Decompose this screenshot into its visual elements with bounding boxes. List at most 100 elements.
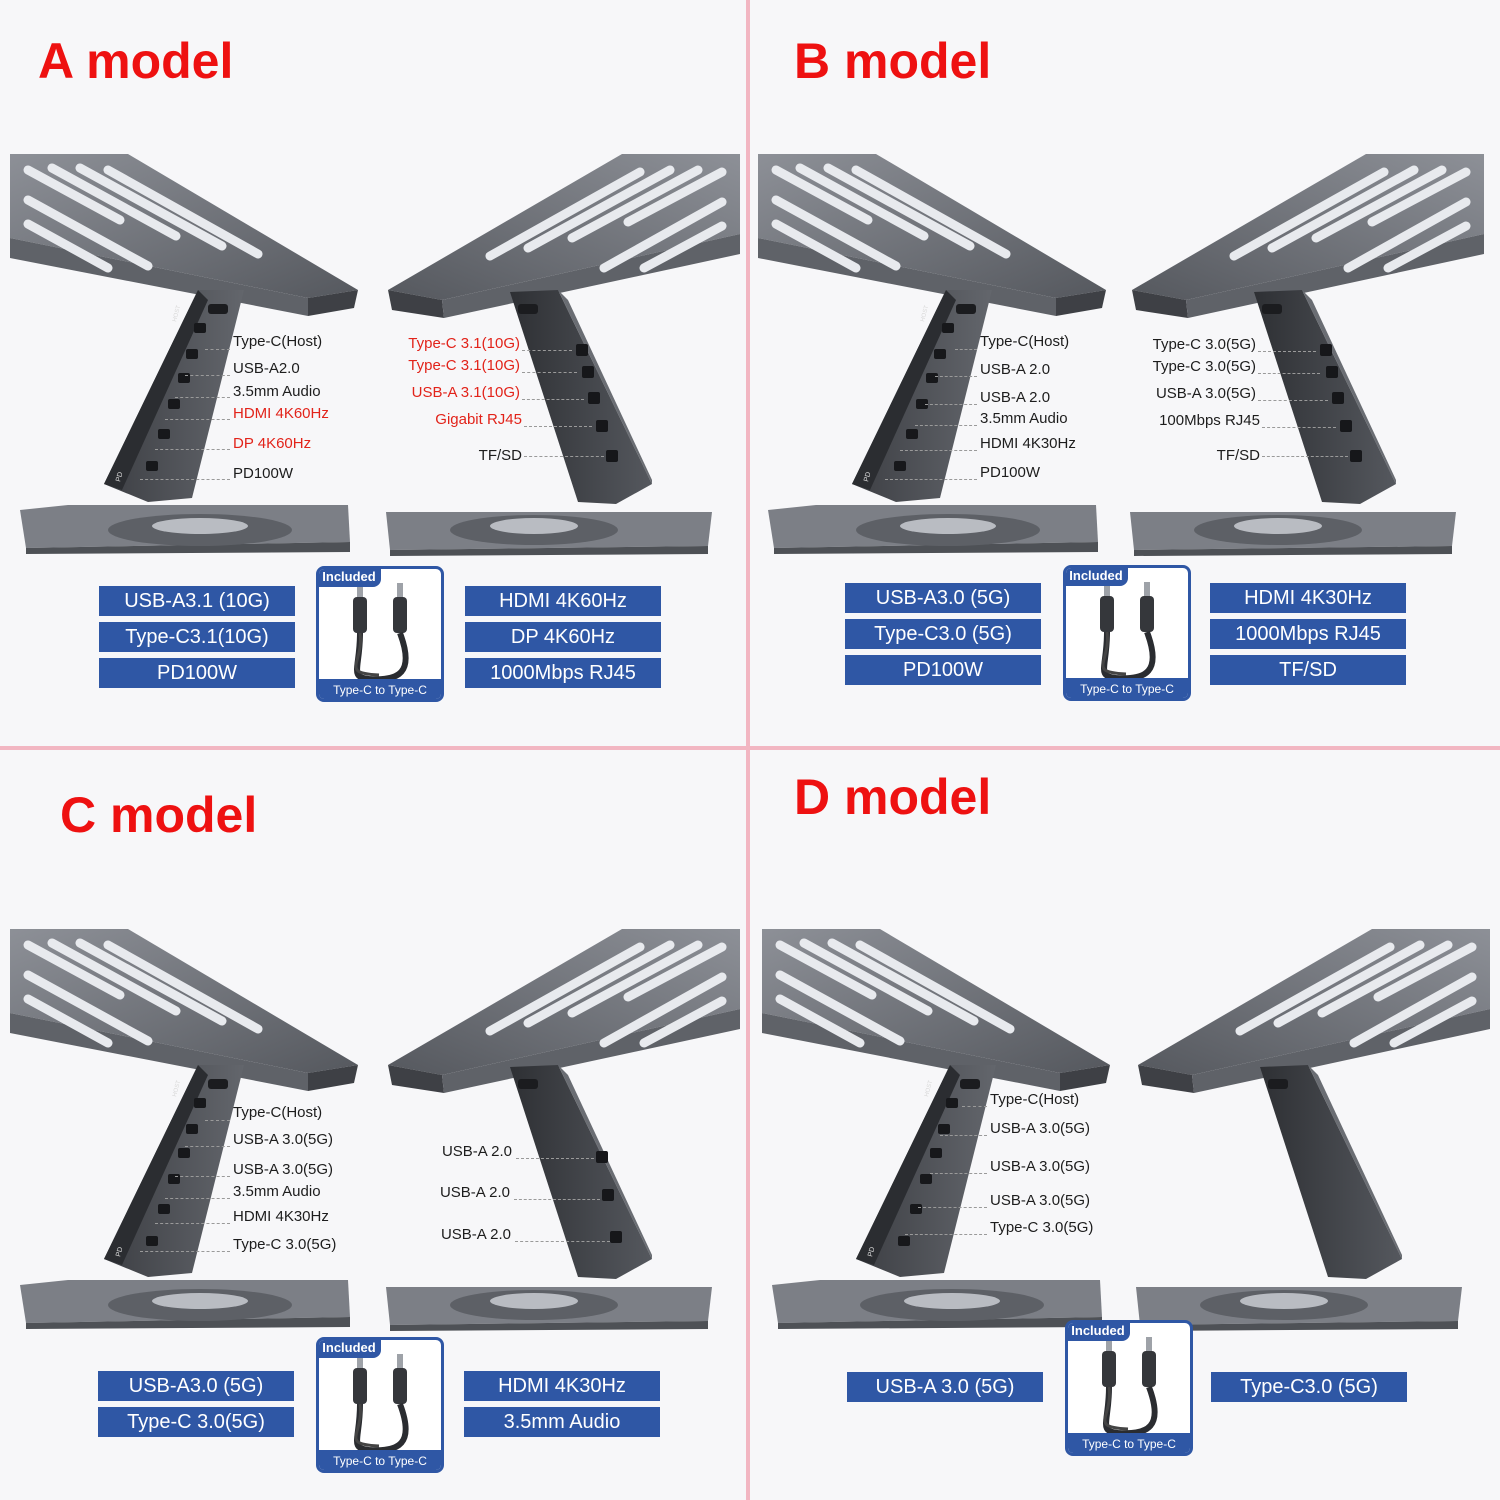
port-slot [1320, 344, 1332, 356]
port-label: Type-C 3.1(10G) [408, 335, 520, 352]
port-slot [602, 1189, 614, 1201]
spec-badge: 1000Mbps RJ45 [465, 658, 661, 688]
port-slot [596, 1151, 608, 1163]
cable-caption: Type-C to Type-C [319, 1450, 441, 1470]
laptop-stand-right-view [1132, 925, 1492, 1335]
laptop-stand-left-view: HOST PD [760, 925, 1120, 1335]
port-label: Type-C 3.0(5G) [1152, 336, 1256, 353]
port-label: Type-C 3.1(10G) [408, 357, 520, 374]
port-label: USB-A 3.1(10G) [411, 384, 520, 401]
port-label: Type-C(Host) [980, 333, 1070, 350]
included-tag: Included [1066, 568, 1128, 586]
leader-line [925, 404, 977, 405]
port-slot [576, 344, 588, 356]
spec-badge: Type-C3.1(10G) [99, 622, 295, 652]
port-slot [1340, 420, 1352, 432]
leader-line [524, 426, 592, 427]
port-slot [606, 450, 618, 462]
spec-badge: DP 4K60Hz [465, 622, 661, 652]
leader-line [514, 1199, 600, 1200]
panel-title: A model [38, 33, 234, 89]
port-slot [942, 323, 954, 333]
port-slot [1332, 392, 1344, 404]
port-slot [588, 392, 600, 404]
leader-line [205, 1120, 230, 1121]
spec-badge: Type-C3.0 (5G) [845, 619, 1041, 649]
leader-line [955, 349, 977, 350]
port-label: USB-A 3.0(5G) [990, 1192, 1091, 1209]
spec-badge: TF/SD [1210, 655, 1406, 685]
leader-line [905, 1234, 987, 1235]
leader-line [1258, 351, 1316, 352]
port-slot [194, 323, 206, 333]
host-tag: HOST [924, 1080, 934, 1098]
leader-line [175, 397, 230, 398]
port-slot [158, 429, 170, 439]
leader-line [918, 1207, 987, 1208]
leader-line [515, 1241, 610, 1242]
pd-tag: PD [115, 1246, 124, 1257]
port-label: USB-A 2.0 [980, 389, 1051, 406]
port-label: PD100W [980, 464, 1041, 481]
port-label: USB-A 3.0(5G) [233, 1161, 334, 1178]
spec-badge: 3.5mm Audio [464, 1407, 660, 1437]
leader-line [522, 372, 577, 373]
port-slot [1326, 366, 1338, 378]
leader-line [940, 1135, 987, 1136]
leader-line [900, 450, 977, 451]
leader-line [1258, 373, 1320, 374]
port-slot [146, 461, 158, 471]
included-tag: Included [319, 1340, 381, 1358]
leader-line [1262, 427, 1336, 428]
spec-badge: Type-C3.0 (5G) [1211, 1372, 1407, 1402]
spec-badge: USB-A 3.0 (5G) [847, 1372, 1043, 1402]
port-label: USB-A2.0 [233, 360, 300, 377]
spec-badge: 1000Mbps RJ45 [1210, 619, 1406, 649]
port-label: USB-A 2.0 [439, 1184, 510, 1201]
port-label: TF/SD [478, 447, 522, 464]
port-label: USB-A 3.0(5G) [990, 1158, 1091, 1175]
port-label: 100Mbps RJ45 [1159, 412, 1260, 429]
port-slot [898, 1236, 910, 1246]
laptop-stand-left-view: HOST PD [756, 150, 1116, 560]
port-label: PD100W [233, 465, 294, 482]
port-label: USB-A 2.0 [441, 1143, 512, 1160]
leader-line [185, 1146, 230, 1147]
spec-badge: PD100W [99, 658, 295, 688]
port-slot [178, 1148, 190, 1158]
panel-title: C model [60, 787, 258, 843]
pd-tag: PD [863, 471, 872, 482]
included-tag: Included [1068, 1323, 1130, 1341]
leader-line [165, 1198, 230, 1199]
port-label: USB-A 2.0 [440, 1226, 511, 1243]
port-slot [146, 1236, 158, 1246]
leader-line [140, 1251, 230, 1252]
port-slot [186, 1124, 198, 1134]
port-label: Type-C(Host) [233, 333, 323, 350]
spec-badge: USB-A3.0 (5G) [98, 1371, 294, 1401]
horizontal-divider [0, 746, 1500, 750]
panel-title: B model [794, 33, 992, 89]
port-slot [158, 1204, 170, 1214]
laptop-stand-right-view [1126, 150, 1486, 560]
port-label: USB-A 3.0(5G) [233, 1131, 334, 1148]
laptop-stand-right-view [382, 925, 742, 1335]
leader-line [522, 399, 584, 400]
port-slot [186, 349, 198, 359]
port-label: USB-A 2.0 [980, 361, 1051, 378]
host-tag: HOST [920, 305, 930, 323]
port-slot [906, 429, 918, 439]
port-slot [194, 1098, 206, 1108]
port-label: 3.5mm Audio [233, 383, 321, 400]
included-tag: Included [319, 569, 381, 587]
pd-tag: PD [115, 471, 124, 482]
leader-line [885, 479, 977, 480]
pd-tag: PD [867, 1246, 876, 1257]
spec-badge: HDMI 4K60Hz [465, 586, 661, 616]
port-slot [938, 1124, 950, 1134]
